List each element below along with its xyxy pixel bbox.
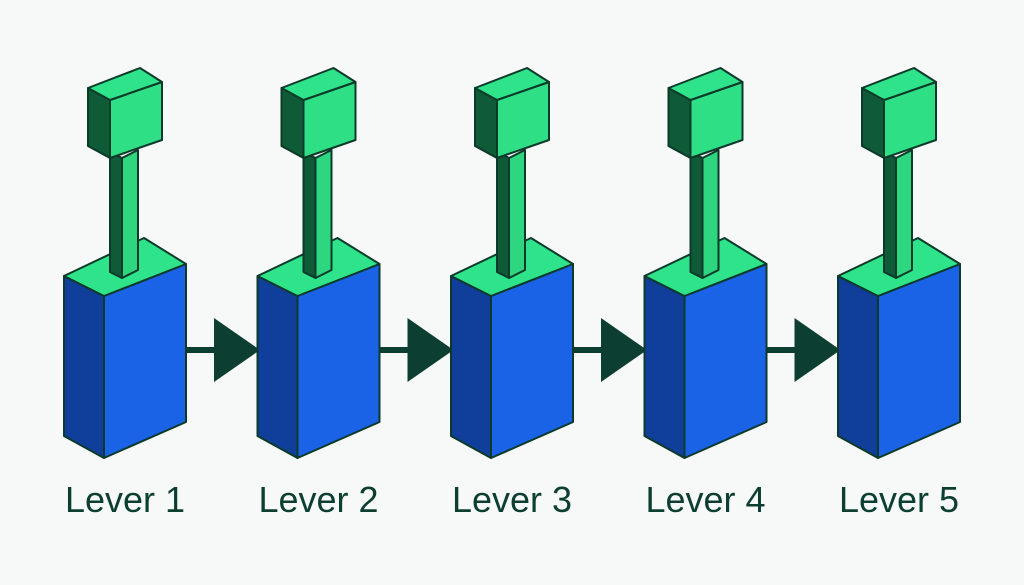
lever-2 — [256, 67, 381, 459]
lever-handle-top — [861, 67, 937, 101]
lever-label-3: Lever 3 — [452, 479, 572, 520]
lever-box-side — [63, 275, 105, 459]
lever-box-side — [450, 275, 492, 459]
lever-stem-side — [689, 151, 704, 279]
lever-box-front — [683, 263, 768, 459]
lever-stem-side — [883, 151, 897, 279]
arrow-head — [794, 318, 841, 382]
lever-label-5: Lever 5 — [839, 479, 959, 520]
arrow-1 — [186, 318, 260, 382]
lever-stem-front — [895, 149, 913, 279]
arrow-2 — [379, 318, 454, 382]
levers-layer — [63, 67, 961, 459]
lever-stem-front — [508, 149, 526, 279]
lever-1 — [63, 67, 187, 459]
lever-stem-front — [701, 149, 720, 279]
lever-handle-top — [474, 67, 550, 101]
lever-label-2: Lever 2 — [258, 479, 378, 520]
lever-label-1: Lever 1 — [65, 479, 185, 520]
arrow-3 — [573, 318, 647, 382]
arrow-shaft — [379, 347, 412, 353]
labels-layer: Lever 1 Lever 2 Lever 3 Lever 4 Lever 5 — [65, 479, 959, 520]
lever-box-front — [103, 263, 187, 459]
lever-box-side — [837, 275, 879, 459]
lever-stem-front — [121, 149, 139, 279]
arrow-shaft — [186, 347, 218, 353]
lever-box-side — [643, 275, 686, 459]
lever-stem-side — [496, 151, 510, 279]
lever-5 — [837, 67, 961, 459]
lever-handle-top — [87, 67, 163, 101]
arrow-4 — [766, 318, 841, 382]
arrows-layer — [186, 318, 841, 382]
lever-stem-front — [314, 149, 333, 279]
lever-handle-top — [667, 67, 744, 101]
lever-box-side — [256, 275, 299, 459]
arrow-head — [601, 318, 647, 382]
lever-box-front — [296, 263, 381, 459]
arrow-head — [407, 318, 454, 382]
lever-4 — [643, 67, 768, 459]
arrow-shaft — [766, 347, 799, 353]
lever-label-4: Lever 4 — [645, 479, 765, 520]
arrow-head — [214, 318, 260, 382]
lever-box-front — [877, 263, 961, 459]
lever-box-front — [490, 263, 574, 459]
lever-stem-side — [109, 151, 123, 279]
lever-handle-top — [280, 67, 357, 101]
lever-stem-side — [302, 151, 317, 279]
lever-3 — [450, 67, 574, 459]
arrow-shaft — [573, 347, 605, 353]
